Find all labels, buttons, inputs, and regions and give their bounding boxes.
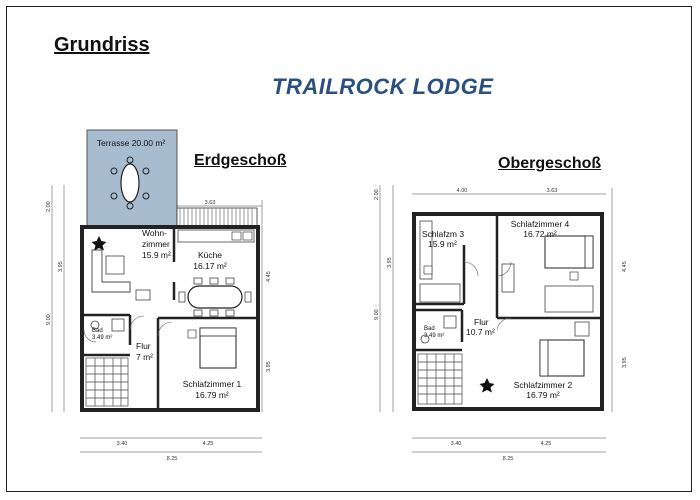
- dim-upper-b3: 8.25: [503, 456, 514, 462]
- upper-plant-icon: [479, 378, 495, 393]
- dim-upper-b1: 3.40: [451, 441, 462, 447]
- room-bedroom3-label: Schlafzm 3: [422, 229, 464, 239]
- dim-upper-h5: 3.95: [622, 357, 628, 368]
- page-frame: [6, 6, 692, 492]
- dim-upper-t2: 3.63: [547, 188, 558, 194]
- lodge-name: TRAILROCK LODGE: [272, 74, 494, 99]
- dim-ground-h4: 4.45: [266, 271, 272, 282]
- dim-ground-b1: 3.40: [117, 441, 128, 447]
- room-bedroom2-label: Schlafzimmer 2: [514, 380, 573, 390]
- dim-upper-h2: 3.95: [387, 257, 393, 268]
- room-bedroom1-label: Schlafzimmer 1: [183, 379, 242, 389]
- dim-upper-h1: 2.00: [374, 189, 380, 200]
- room-hall-area: 7 m²: [136, 352, 153, 362]
- page-title: Grundriss: [54, 34, 150, 56]
- room-bedroom4-label: Schlafzimmer 4: [511, 219, 570, 229]
- room-kitchen-label: Küche: [198, 250, 222, 260]
- upper-bath-area: 3.49 m²: [424, 333, 444, 339]
- room-hall-label: Flur: [136, 341, 151, 351]
- dim-ground-h3: 9.00: [46, 314, 52, 325]
- dim-ground-h5: 3.95: [266, 361, 272, 372]
- room-living-label-1: Wohn-: [142, 228, 167, 238]
- room-living-area: 15.9 m²: [142, 250, 171, 260]
- upper-stairs-icon: [417, 353, 463, 405]
- dim-upper-b2: 4.25: [541, 441, 552, 447]
- terrace-table-icon: [110, 156, 150, 210]
- room-kitchen-area: 16.17 m²: [193, 261, 227, 271]
- room-bedroom1-area: 16.79 m²: [195, 390, 229, 400]
- room-bedroom3-area: 15.9 m²: [428, 239, 457, 249]
- room-living-label-2: zimmer: [142, 239, 170, 249]
- dim-ground-h2: 3.95: [58, 261, 64, 272]
- room-bedroom2-area: 16.79 m²: [526, 390, 560, 400]
- dim-ground-b2: 4.25: [203, 441, 214, 447]
- dim-upper-h3: 9.00: [374, 309, 380, 320]
- room-upper-hall-label: Flur: [474, 317, 489, 327]
- stairs-icon: [85, 357, 129, 407]
- upper-floor-plan: Schlafzm 3 15.9 m² Schlafzimmer 4 16.72 …: [374, 185, 628, 462]
- ground-floor-plan: Wohn- zimmer 15.9 m² Küche 16.17 m² Terr…: [46, 129, 272, 462]
- room-bath-label: Bad: [92, 328, 103, 334]
- dim-upper-h4: 4.45: [622, 261, 628, 272]
- dim-upper-t1: 4.00: [457, 188, 468, 194]
- terrace-label: Terrasse 20.00 m²: [97, 138, 166, 148]
- plant-icon: [91, 236, 107, 251]
- dim-ground-b3: 8.25: [167, 456, 178, 462]
- dim-ground-top: 3.63: [205, 200, 216, 206]
- room-bath-area: 3.49 m²: [92, 335, 112, 341]
- upper-bath-label: Bad: [424, 326, 435, 332]
- room-bedroom4-area: 16.72 m²: [523, 229, 557, 239]
- ground-floor-label: Erdgeschoß: [194, 152, 287, 169]
- room-upper-hall-area: 10.7 m²: [466, 327, 495, 337]
- dining-table-icon: [178, 277, 252, 317]
- dim-ground-h1: 2.00: [46, 201, 52, 212]
- upper-floor-label: Obergeschoß: [498, 155, 602, 172]
